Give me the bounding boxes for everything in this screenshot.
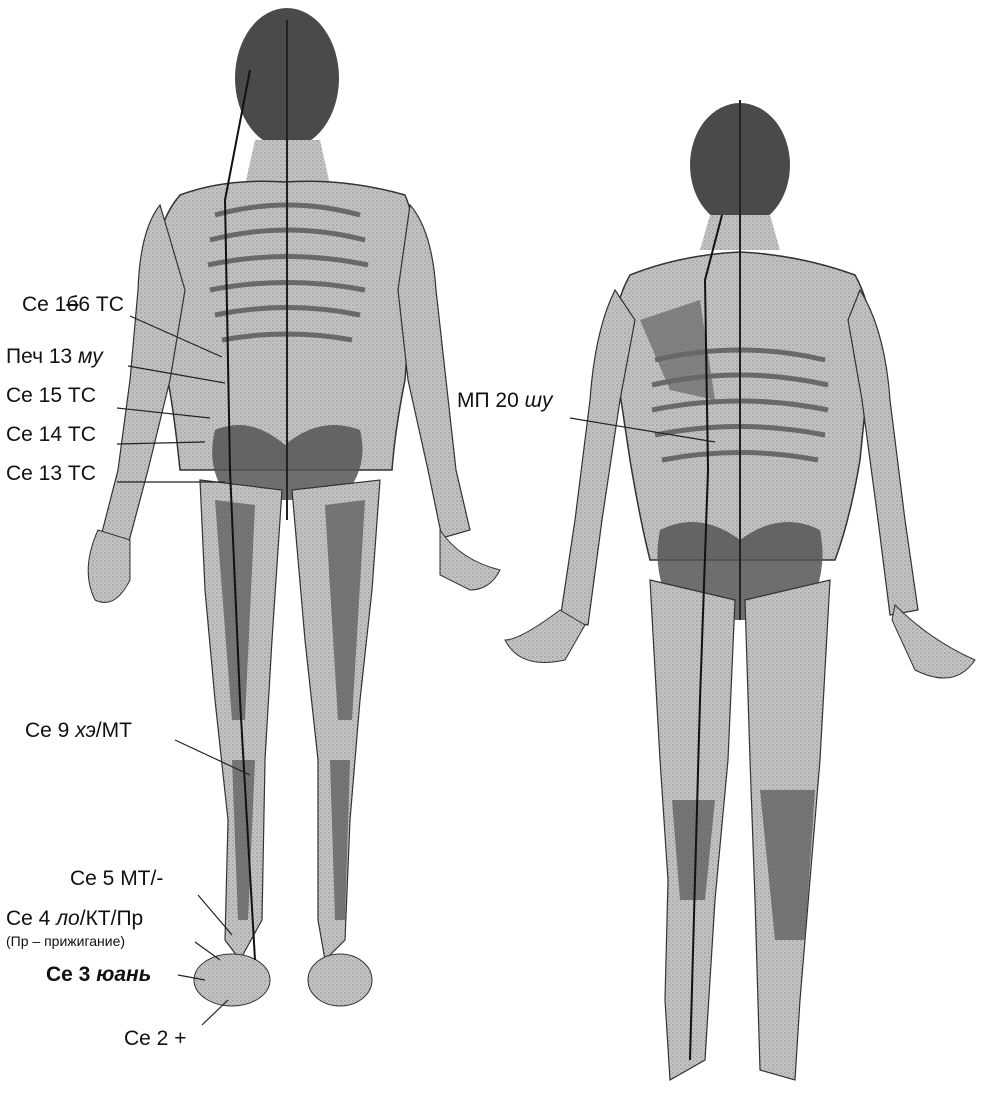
front-foot-right	[194, 954, 270, 1006]
label-mp20: МП 20 шу	[457, 390, 553, 411]
label-se9: Се 9 хэ/МТ	[25, 720, 132, 741]
label-se2: Се 2 +	[124, 1028, 186, 1049]
back-torso	[614, 252, 871, 560]
label-se3: Се 3 юань	[46, 964, 151, 985]
label-se15: Се 15 ТС	[6, 385, 96, 406]
label-se16: Се 1б6 ТС	[22, 294, 124, 315]
label-se4-note: (Пр – прижигание)	[6, 934, 125, 948]
label-se4: Се 4 ло/КТ/Пр	[6, 908, 143, 929]
label-pech13: Печ 13 му	[6, 346, 103, 367]
back-figure	[505, 100, 975, 1080]
front-arm-left	[398, 205, 470, 538]
label-se14: Се 14 ТС	[6, 424, 96, 445]
front-torso	[156, 181, 414, 470]
label-se5: Се 5 МТ/-	[70, 868, 163, 889]
front-hand-left	[440, 530, 500, 590]
back-hand-right	[505, 610, 585, 663]
back-hand-left	[892, 605, 975, 678]
label-se13: Се 13 ТС	[6, 463, 96, 484]
back-arm-right	[560, 290, 635, 625]
front-hand-right	[88, 530, 130, 603]
front-foot-left	[308, 954, 372, 1006]
front-figure	[88, 8, 500, 1006]
